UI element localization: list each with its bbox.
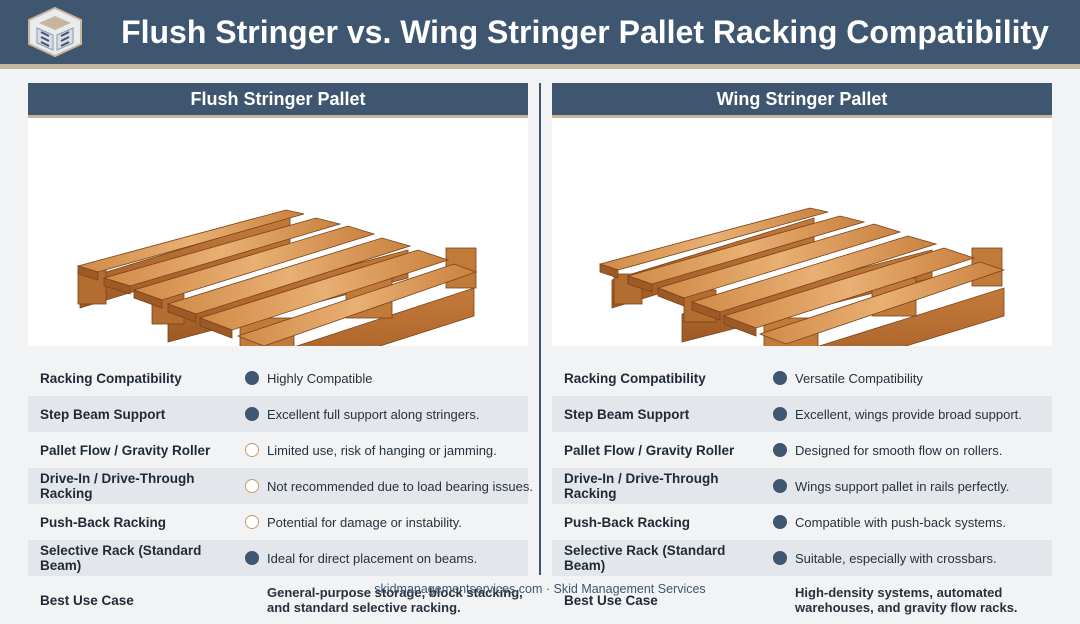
compatible-indicator-icon <box>773 515 787 529</box>
table-row: Drive-In / Drive-Through Racking Wings s… <box>552 468 1052 504</box>
row-value: Potential for damage or instability. <box>267 514 462 530</box>
compatible-indicator-icon <box>773 443 787 457</box>
compatible-indicator-icon <box>773 551 787 565</box>
panel-divider <box>539 83 541 575</box>
compatible-indicator-icon <box>245 551 259 565</box>
row-value: Excellent, wings provide broad support. <box>795 406 1022 422</box>
panel-title: Flush Stringer Pallet <box>28 83 528 115</box>
compatibility-table: Racking Compatibility Highly Compatible … <box>28 360 533 624</box>
table-row: Drive-In / Drive-Through Racking Not rec… <box>28 468 533 504</box>
table-row: Step Beam Support Excellent, wings provi… <box>552 396 1052 432</box>
limited-indicator-icon <box>245 443 259 457</box>
row-value: Highly Compatible <box>267 370 373 386</box>
row-label: Racking Compatibility <box>564 370 706 386</box>
compatible-indicator-icon <box>245 407 259 421</box>
table-row: Racking Compatibility Versatile Compatib… <box>552 360 1052 396</box>
row-label: Pallet Flow / Gravity Roller <box>564 442 735 458</box>
wing-stringer-pallet-illustration <box>552 118 1052 346</box>
row-label: Push-Back Racking <box>564 514 691 530</box>
row-label: Step Beam Support <box>564 406 690 422</box>
header-accent-line <box>0 64 1080 69</box>
row-value: Designed for smooth flow on rollers. <box>795 442 1003 458</box>
row-label: Drive-In / Drive-Through Racking <box>40 471 195 501</box>
row-label: Racking Compatibility <box>40 370 182 386</box>
row-value: Limited use, risk of hanging or jamming. <box>267 442 497 458</box>
row-label: Drive-In / Drive-Through Racking <box>564 471 719 501</box>
skid-management-logo-icon <box>27 6 83 58</box>
table-row: Push-Back Racking Compatible with push-b… <box>552 504 1052 540</box>
header-bar <box>0 0 1080 64</box>
row-value: Compatible with push-back systems. <box>795 514 1006 530</box>
row-value: Wings support pallet in rails perfectly. <box>795 478 1010 494</box>
table-row: Pallet Flow / Gravity Roller Designed fo… <box>552 432 1052 468</box>
compatible-indicator-icon <box>773 371 787 385</box>
compatible-indicator-icon <box>773 407 787 421</box>
panel-title-underline <box>552 115 1052 118</box>
row-value: Not recommended due to load bearing issu… <box>267 478 533 494</box>
row-value: Excellent full support along stringers. <box>267 406 480 422</box>
compatible-indicator-icon <box>773 479 787 493</box>
row-value: Ideal for direct placement on beams. <box>267 550 478 566</box>
table-row: Selective Rack (Standard Beam) Suitable,… <box>552 540 1052 576</box>
table-row: Pallet Flow / Gravity Roller Limited use… <box>28 432 528 468</box>
limited-indicator-icon <box>245 479 259 493</box>
row-label: Pallet Flow / Gravity Roller <box>40 442 211 458</box>
row-label: Step Beam Support <box>40 406 166 422</box>
compatible-indicator-icon <box>245 371 259 385</box>
table-row: Racking Compatibility Highly Compatible <box>28 360 528 396</box>
page-title: Flush Stringer vs. Wing Stringer Pallet … <box>121 14 1049 50</box>
table-row: Push-Back Racking Potential for damage o… <box>28 504 528 540</box>
wing-stringer-panel: Wing Stringer Pallet <box>552 83 1052 615</box>
panel-title-underline <box>28 115 528 118</box>
row-label: Push-Back Racking <box>40 514 167 530</box>
row-label: Selective Rack (Standard Beam) <box>564 543 726 573</box>
table-row: Selective Rack (Standard Beam) Ideal for… <box>28 540 528 576</box>
row-label: Selective Rack (Standard Beam) <box>40 543 202 573</box>
table-row: Step Beam Support Excellent full support… <box>28 396 528 432</box>
footer-credit: skidmanagementservices.com · Skid Manage… <box>374 582 706 596</box>
panel-title: Wing Stringer Pallet <box>552 83 1052 115</box>
flush-stringer-panel: Flush Stringer Pallet <box>28 83 533 615</box>
flush-stringer-pallet-illustration <box>28 118 528 346</box>
row-value: Versatile Compatibility <box>795 370 923 386</box>
compatibility-table: Racking Compatibility Versatile Compatib… <box>552 360 1052 624</box>
limited-indicator-icon <box>245 515 259 529</box>
row-value: Suitable, especially with crossbars. <box>795 550 997 566</box>
